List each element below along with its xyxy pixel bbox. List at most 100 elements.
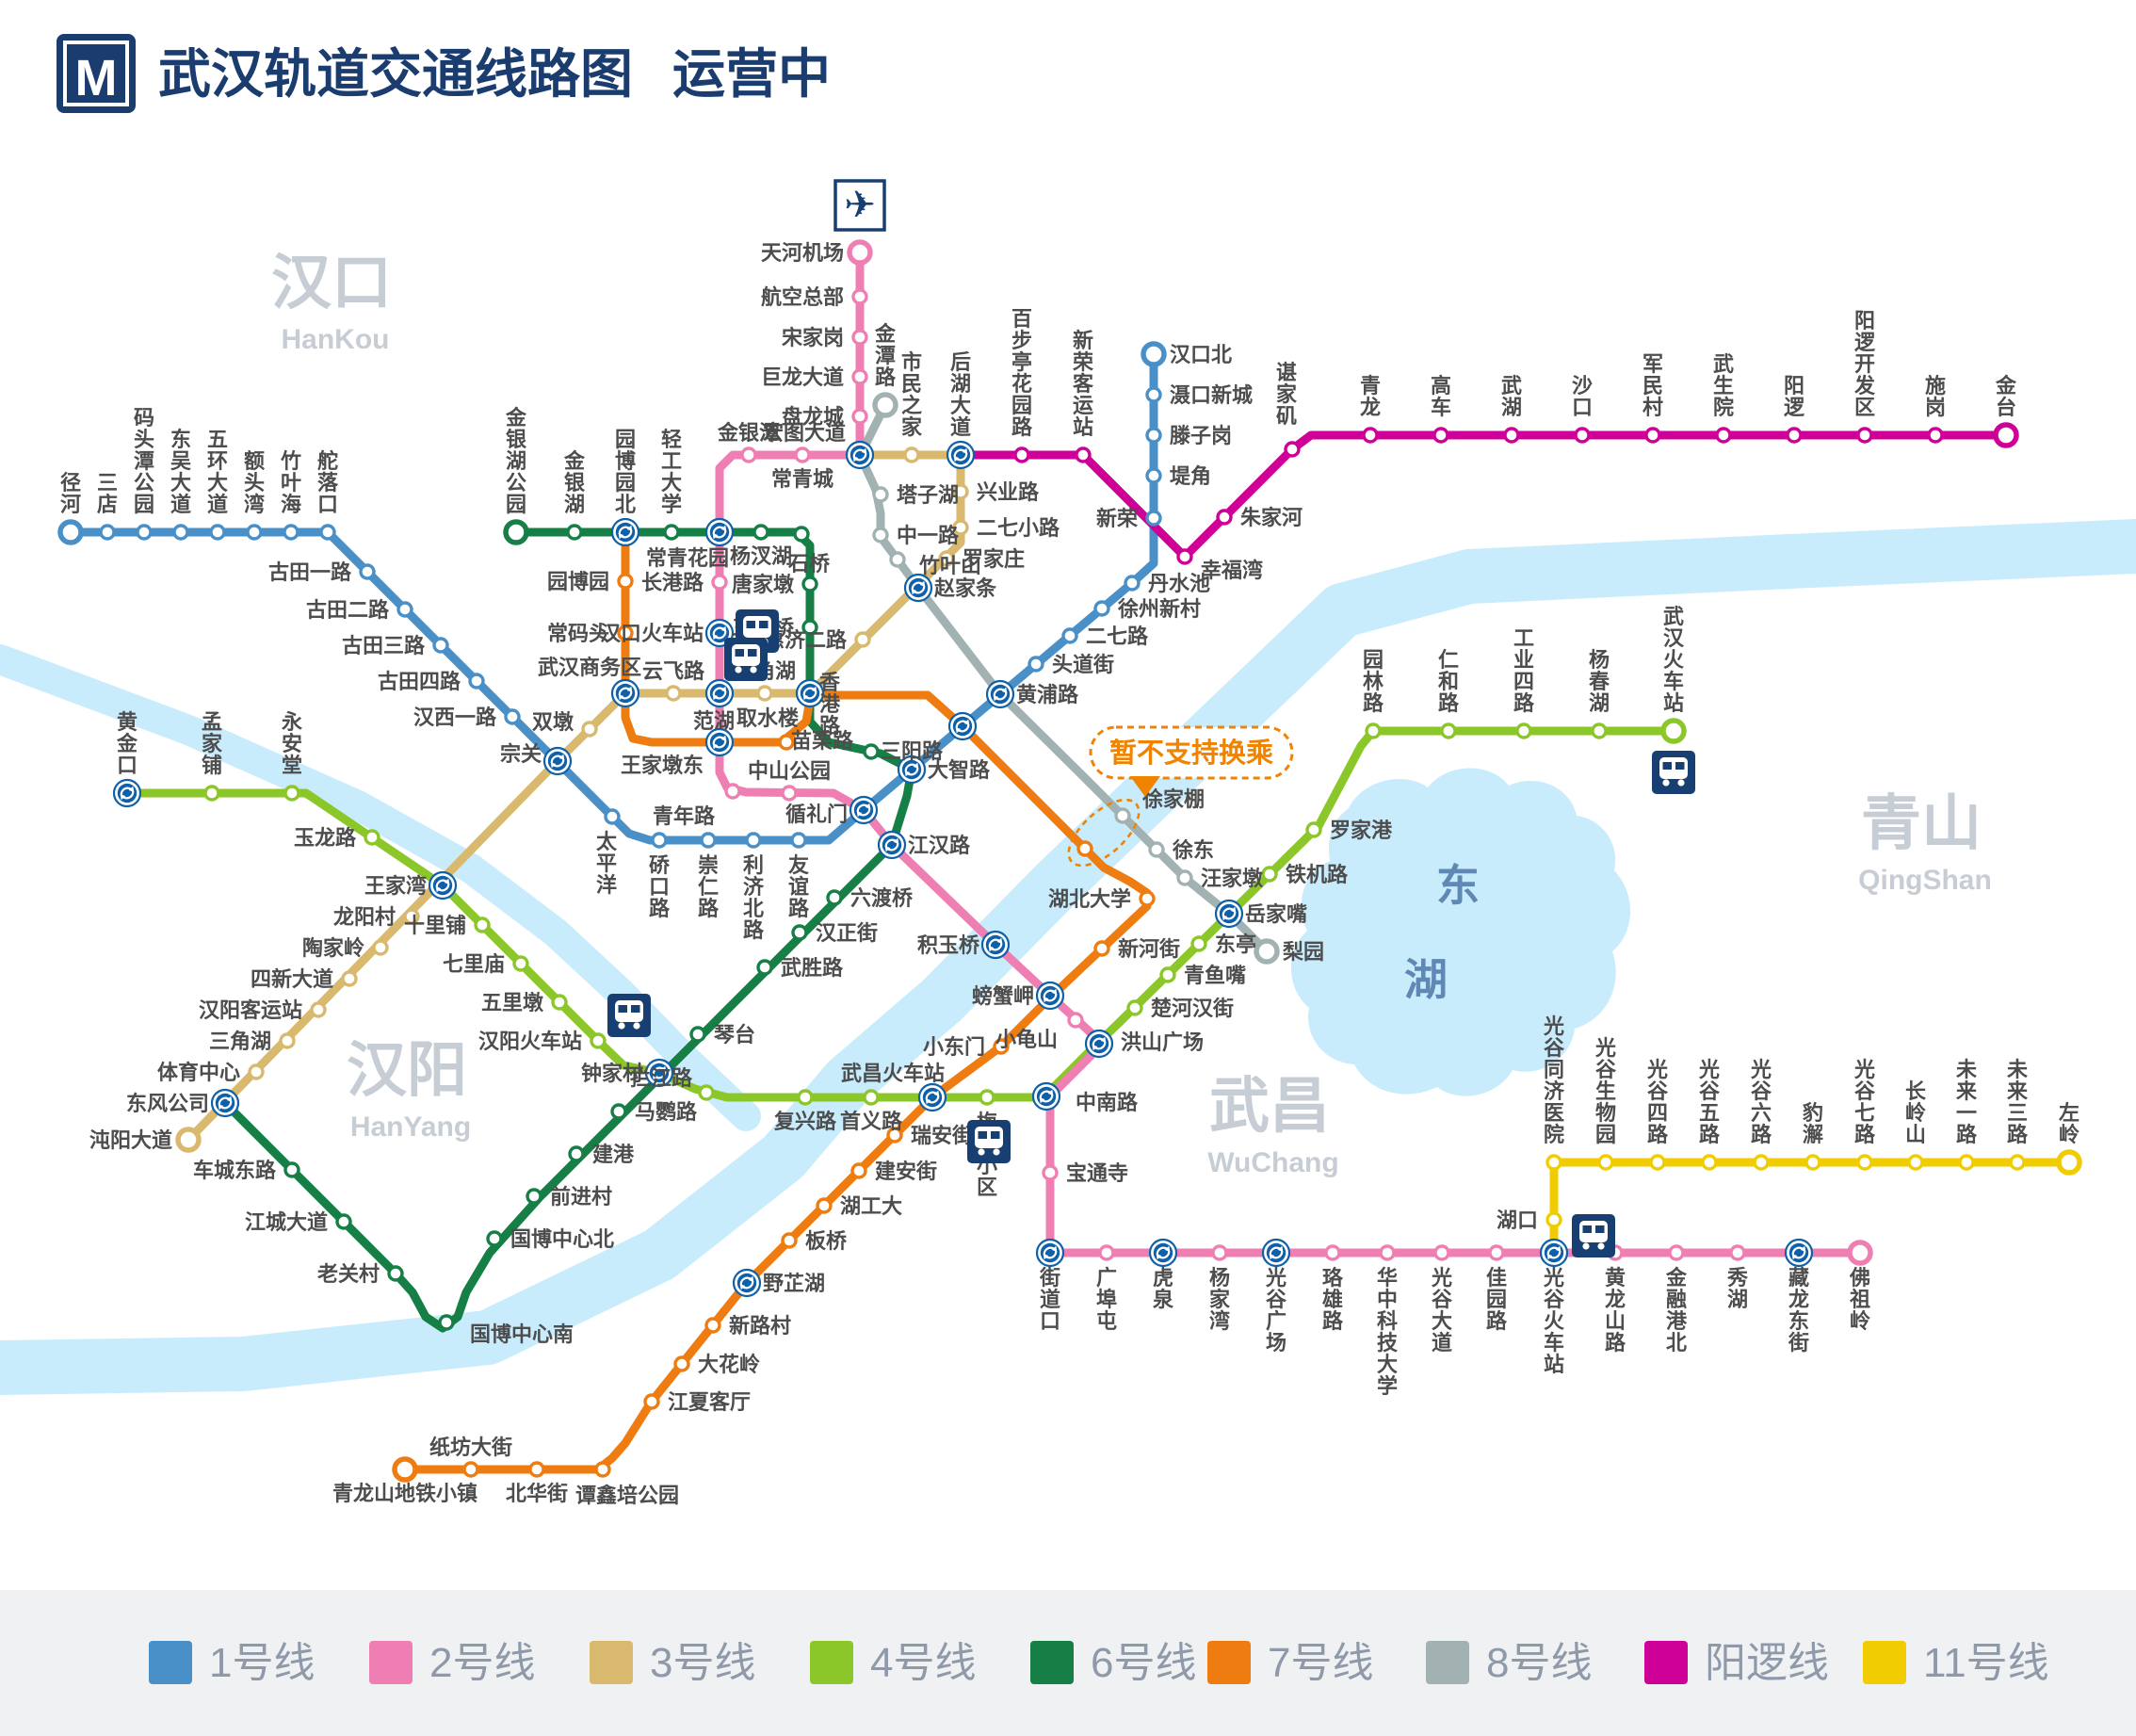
station-竹叶海[interactable] <box>283 524 299 541</box>
station-巨龙大道[interactable] <box>851 368 868 385</box>
station-虎泉[interactable] <box>1148 1238 1178 1268</box>
station-拦江路[interactable] <box>698 1084 715 1101</box>
station-二七路[interactable] <box>1061 627 1078 644</box>
station-未来一路[interactable] <box>1958 1154 1975 1171</box>
station-岳家嘴[interactable] <box>1214 899 1244 929</box>
station-谌家矶[interactable] <box>1284 441 1301 458</box>
station-园博园北[interactable] <box>610 517 640 547</box>
station-武汉火车站[interactable] <box>1660 718 1687 744</box>
station-金潭路[interactable] <box>872 392 898 418</box>
station-常码头[interactable] <box>617 625 634 641</box>
station-光谷四路[interactable] <box>1649 1154 1666 1171</box>
station-江夏客厅[interactable] <box>643 1393 660 1410</box>
station-塔子湖[interactable] <box>872 486 889 503</box>
station-车城东路[interactable] <box>283 1161 300 1178</box>
station-金银湖公园[interactable] <box>503 519 529 545</box>
station-秀湖[interactable] <box>1729 1244 1746 1261</box>
station-沌阳大道[interactable] <box>175 1127 202 1153</box>
station-佳园路[interactable] <box>1488 1244 1505 1261</box>
station-石桥[interactable] <box>793 526 810 543</box>
station-永安堂[interactable] <box>283 785 300 802</box>
station-七里庙[interactable] <box>512 955 529 972</box>
station-北华街[interactable] <box>528 1461 545 1478</box>
station-螃蟹岬[interactable] <box>1035 981 1065 1011</box>
station-云飞路[interactable] <box>665 685 682 702</box>
station-三阳路[interactable] <box>947 711 978 741</box>
station-滕子岗[interactable] <box>1145 427 1162 444</box>
station-徐州新村[interactable] <box>1093 600 1110 617</box>
station-小龟山[interactable] <box>1067 1012 1084 1029</box>
station-汉正街[interactable] <box>791 924 808 941</box>
station-古田二路[interactable] <box>396 601 413 618</box>
station-长岭山[interactable] <box>1907 1154 1924 1171</box>
station-苗栗路[interactable] <box>863 743 880 760</box>
station-百步亭花园路[interactable] <box>1013 446 1030 463</box>
station-六渡桥[interactable] <box>826 889 843 906</box>
station-前进村[interactable] <box>526 1188 542 1205</box>
station-佛祖岭[interactable] <box>1847 1240 1873 1266</box>
station-唐家墩[interactable] <box>801 576 818 592</box>
station-杨春湖[interactable] <box>1591 722 1608 739</box>
station-盘龙城[interactable] <box>851 408 868 425</box>
station-青鱼嘴[interactable] <box>1159 966 1176 983</box>
station-东风公司[interactable] <box>210 1088 240 1118</box>
station-古田四路[interactable] <box>468 673 485 690</box>
station-未来三路[interactable] <box>2009 1154 2026 1171</box>
station-三店[interactable] <box>99 524 116 541</box>
station-双墩[interactable] <box>581 721 598 738</box>
station-阳逻[interactable] <box>1786 427 1803 444</box>
station-宏图大道[interactable] <box>845 440 875 470</box>
station-罗家庄[interactable] <box>938 550 955 567</box>
station-后湖大道[interactable] <box>946 440 976 470</box>
station-竹叶山[interactable] <box>889 551 906 568</box>
station-中南路[interactable] <box>1031 1081 1061 1111</box>
station-琴台[interactable] <box>689 1026 706 1043</box>
station-华中科技大学[interactable] <box>1379 1244 1396 1261</box>
station-循礼门[interactable] <box>849 795 879 825</box>
station-左岭[interactable] <box>2056 1149 2082 1176</box>
station-阳逻开发区[interactable] <box>1856 427 1873 444</box>
station-径河[interactable] <box>57 519 84 545</box>
station-常青城[interactable] <box>794 446 811 463</box>
station-徐家棚[interactable] <box>1076 840 1093 857</box>
station-金融港北[interactable] <box>1668 1244 1685 1261</box>
station-黄浦路[interactable] <box>985 679 1015 709</box>
station-崇仁路[interactable] <box>700 832 717 849</box>
station-菱角湖[interactable] <box>756 685 773 702</box>
station-大花岭[interactable] <box>673 1355 690 1372</box>
station-新荣客运站[interactable] <box>1075 446 1092 463</box>
station-湖口[interactable] <box>1545 1211 1562 1228</box>
station-利济北路[interactable] <box>745 832 762 849</box>
station-宋家岗[interactable] <box>851 329 868 346</box>
station-汉西一路[interactable] <box>504 708 521 725</box>
station-小东门[interactable] <box>993 1038 1010 1055</box>
station-三眼桥[interactable] <box>801 619 818 636</box>
station-高车[interactable] <box>1432 427 1449 444</box>
station-仁和路[interactable] <box>1440 722 1457 739</box>
station-兴业路[interactable] <box>952 483 969 500</box>
station-工业四路[interactable] <box>1515 722 1532 739</box>
station-洪山广场[interactable] <box>1084 1029 1114 1059</box>
station-梨园[interactable] <box>1254 938 1280 965</box>
station-复兴路[interactable] <box>797 1089 814 1106</box>
station-施岗[interactable] <box>1927 427 1944 444</box>
station-滠口新城[interactable] <box>1145 386 1162 403</box>
station-宗关[interactable] <box>542 746 573 776</box>
station-码头潭公园[interactable] <box>136 524 153 541</box>
station-谭鑫培公园[interactable] <box>594 1461 611 1478</box>
station-汉口北[interactable] <box>1141 341 1167 367</box>
station-范湖[interactable] <box>704 678 735 708</box>
station-金台[interactable] <box>1993 422 2019 448</box>
station-积玉桥[interactable] <box>980 930 1011 960</box>
station-青龙[interactable] <box>1362 427 1379 444</box>
station-王家墩东[interactable] <box>704 727 735 757</box>
station-罗家港[interactable] <box>1305 821 1322 838</box>
station-赵家条[interactable] <box>903 573 933 603</box>
station-湖北大学[interactable] <box>1139 890 1156 907</box>
station-市民之家[interactable] <box>903 446 920 463</box>
station-广埠屯[interactable] <box>1098 1244 1115 1261</box>
station-金银潭[interactable] <box>740 446 757 463</box>
station-光谷同济医院[interactable] <box>1545 1154 1562 1171</box>
station-堤角[interactable] <box>1145 467 1162 484</box>
station-楚河汉街[interactable] <box>1126 999 1143 1016</box>
